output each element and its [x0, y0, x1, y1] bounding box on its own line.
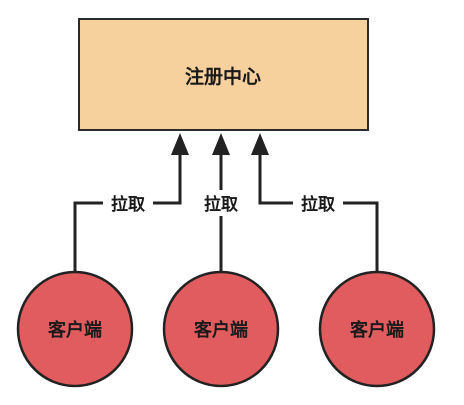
client-node-left: 客户端 — [16, 270, 134, 388]
connector-left-label-bg — [103, 190, 153, 216]
connector-left-label: 拉取 — [111, 194, 145, 215]
client-circle — [16, 270, 134, 388]
connector-right: 拉取 — [251, 133, 379, 272]
registry-node: 注册中心 — [78, 18, 369, 131]
registry-label: 注册中心 — [185, 65, 261, 88]
registry-box — [78, 18, 369, 131]
client-label: 客户端 — [350, 319, 404, 341]
connector-middle-label: 拉取 — [204, 194, 238, 215]
client-circle — [162, 270, 280, 388]
connector-right-label-bg — [293, 190, 343, 216]
connector-left-arrowhead — [171, 133, 189, 155]
connector-right-arrowhead — [251, 133, 269, 155]
connector-left: 拉取 — [73, 133, 189, 272]
connector-middle: 拉取 — [196, 133, 246, 272]
connector-middle-arrowhead — [212, 133, 230, 155]
connector-right-label: 拉取 — [301, 194, 335, 215]
client-label: 客户端 — [194, 319, 248, 341]
client-node-middle: 客户端 — [162, 270, 280, 388]
connector-middle-label-bg — [196, 190, 246, 216]
client-node-right: 客户端 — [318, 270, 436, 388]
client-circle — [318, 270, 436, 388]
client-label: 客户端 — [48, 319, 102, 341]
